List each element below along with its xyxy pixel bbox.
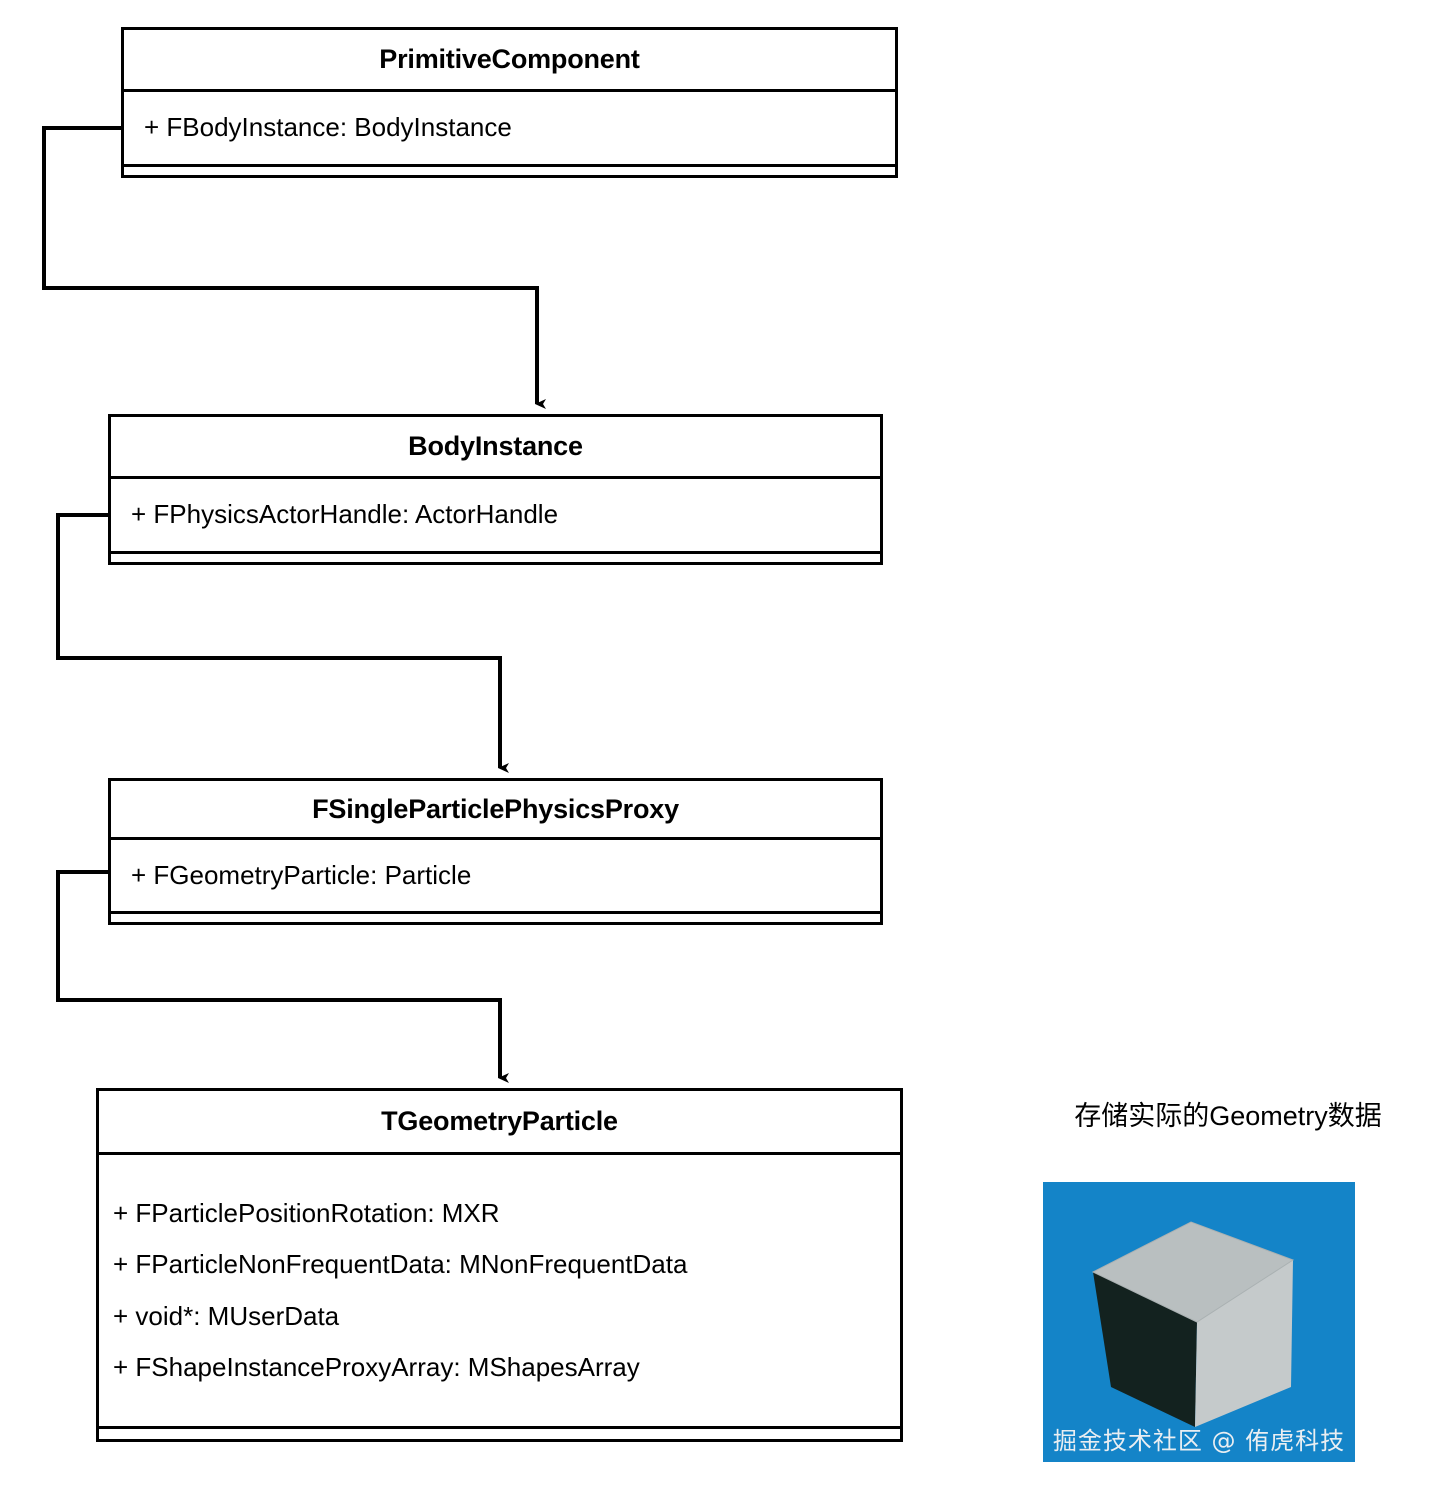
class-box-fsingleparticlephysicsproxy[interactable]: FSingleParticlePhysicsProxy + FGeometryP… <box>108 778 883 925</box>
class-methods-bodyinstance <box>111 554 880 562</box>
class-name-primitivecomponent: PrimitiveComponent <box>124 30 895 93</box>
connector-primitivecomponent-to-bodyinstance <box>42 126 546 409</box>
class-attribute: + FShapeInstanceProxyArray: MShapesArray <box>113 1351 640 1382</box>
class-attribute: + FPhysicsActorHandle: ActorHandle <box>131 499 559 530</box>
class-attribute: + FGeometryParticle: Particle <box>131 859 472 890</box>
class-name-fsingleparticlephysicsproxy: FSingleParticlePhysicsProxy <box>111 781 880 841</box>
class-name-bodyinstance: BodyInstance <box>111 417 880 480</box>
class-attributes-tgeometryparticle: + FParticlePositionRotation: MXR + FPart… <box>99 1155 900 1429</box>
class-attribute: + FParticlePositionRotation: MXR <box>113 1197 500 1228</box>
class-box-bodyinstance[interactable]: BodyInstance + FPhysicsActorHandle: Acto… <box>108 414 883 565</box>
class-attributes-bodyinstance: + FPhysicsActorHandle: ActorHandle <box>111 479 880 554</box>
cube-thumbnail-image: 掘金技术社区 @ 侑虎科技 <box>1043 1182 1355 1462</box>
class-methods-primitivecomponent <box>124 167 895 175</box>
class-box-primitivecomponent[interactable]: PrimitiveComponent + FBodyInstance: Body… <box>121 27 898 178</box>
annotation-geometry-note: 存储实际的Geometry数据 <box>1074 1101 1382 1131</box>
image-watermark: 掘金技术社区 @ 侑虎科技 <box>1052 1427 1346 1455</box>
cube-illustration-icon <box>1043 1182 1355 1462</box>
class-attributes-primitivecomponent: + FBodyInstance: BodyInstance <box>124 92 895 167</box>
class-attribute: + FBodyInstance: BodyInstance <box>144 112 512 143</box>
connector-bodyinstance-to-fsingleparticlephysicsproxy <box>56 513 509 773</box>
class-attribute: + FParticleNonFrequentData: MNonFrequent… <box>113 1249 688 1280</box>
class-attribute: + void*: MUserData <box>113 1300 340 1331</box>
class-methods-fsingleparticlephysicsproxy <box>111 914 880 922</box>
class-methods-tgeometryparticle <box>99 1429 900 1439</box>
class-box-tgeometryparticle[interactable]: TGeometryParticle + FParticlePositionRot… <box>96 1088 903 1442</box>
connector-fsingleparticlephysicsproxy-to-tgeometryparticle <box>56 870 509 1083</box>
class-name-tgeometryparticle: TGeometryParticle <box>99 1091 900 1155</box>
class-attributes-fsingleparticlephysicsproxy: + FGeometryParticle: Particle <box>111 840 880 914</box>
